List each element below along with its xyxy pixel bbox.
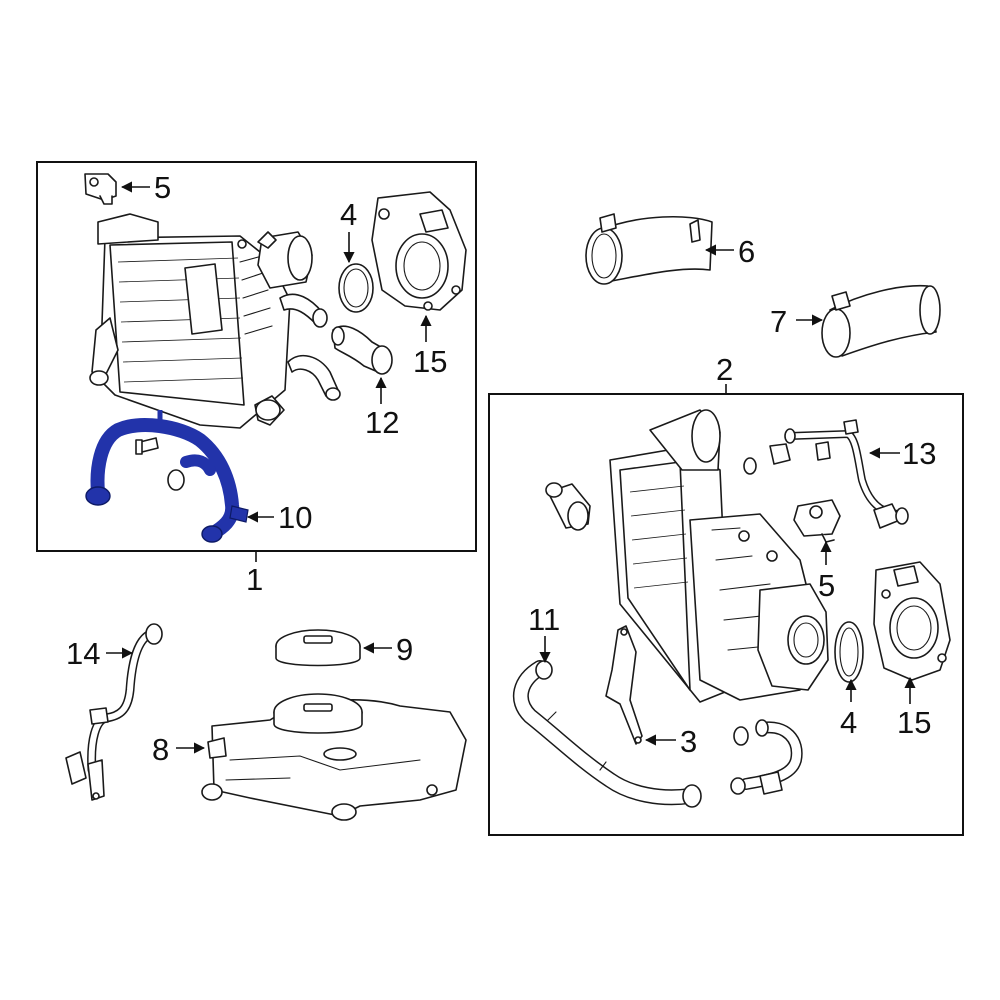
hose-small-a	[279, 293, 328, 328]
pipe-14	[65, 623, 163, 801]
callout-7: 7	[770, 304, 787, 339]
callout-4a: 4	[340, 197, 357, 232]
callout-4b: 4	[840, 705, 857, 740]
callout-5a: 5	[154, 170, 171, 205]
callout-14: 14	[66, 636, 100, 671]
pressure-sensor-5-b	[793, 499, 841, 543]
callout-15a: 15	[413, 344, 447, 379]
bracket-3	[605, 625, 643, 745]
hose-12	[331, 325, 393, 375]
hose-6	[585, 213, 713, 285]
throttle-body-15-a	[371, 191, 467, 311]
callout-6: 6	[738, 234, 755, 269]
coolant-reservoir-8	[201, 693, 467, 821]
reservoir-cap-9	[275, 629, 361, 667]
intercooler-assembly-1	[89, 213, 313, 429]
callout-15b: 15	[897, 705, 931, 740]
callout-2: 2	[716, 352, 733, 387]
callout-9: 9	[396, 632, 413, 667]
hose-inlet-2	[545, 482, 591, 531]
callout-8: 8	[152, 732, 169, 767]
pipe-bottom-2	[730, 719, 803, 795]
callout-3: 3	[680, 724, 697, 759]
coolant-pipe-10-path	[90, 418, 240, 541]
callout-5b: 5	[818, 568, 835, 603]
throttle-body-15-b	[873, 561, 951, 681]
hose-small-b	[287, 354, 341, 401]
callout-13: 13	[902, 436, 936, 471]
intercooler-assembly-2	[609, 409, 829, 703]
coolant-pipe-10	[85, 410, 249, 543]
pipe-13	[784, 419, 909, 529]
o-ring-2	[743, 457, 757, 475]
bolt-1	[135, 437, 159, 455]
clip-2	[769, 443, 791, 465]
callout-1: 1	[246, 562, 263, 597]
hose-7	[821, 284, 941, 358]
pipe-11	[513, 660, 702, 808]
callout-12: 12	[365, 405, 399, 440]
gasket-4-b	[834, 621, 864, 683]
pressure-sensor-5-a	[84, 173, 117, 205]
o-ring-1	[167, 469, 185, 491]
gasket-4-a	[338, 263, 374, 313]
callout-10: 10	[278, 500, 312, 535]
callout-11: 11	[528, 602, 560, 637]
